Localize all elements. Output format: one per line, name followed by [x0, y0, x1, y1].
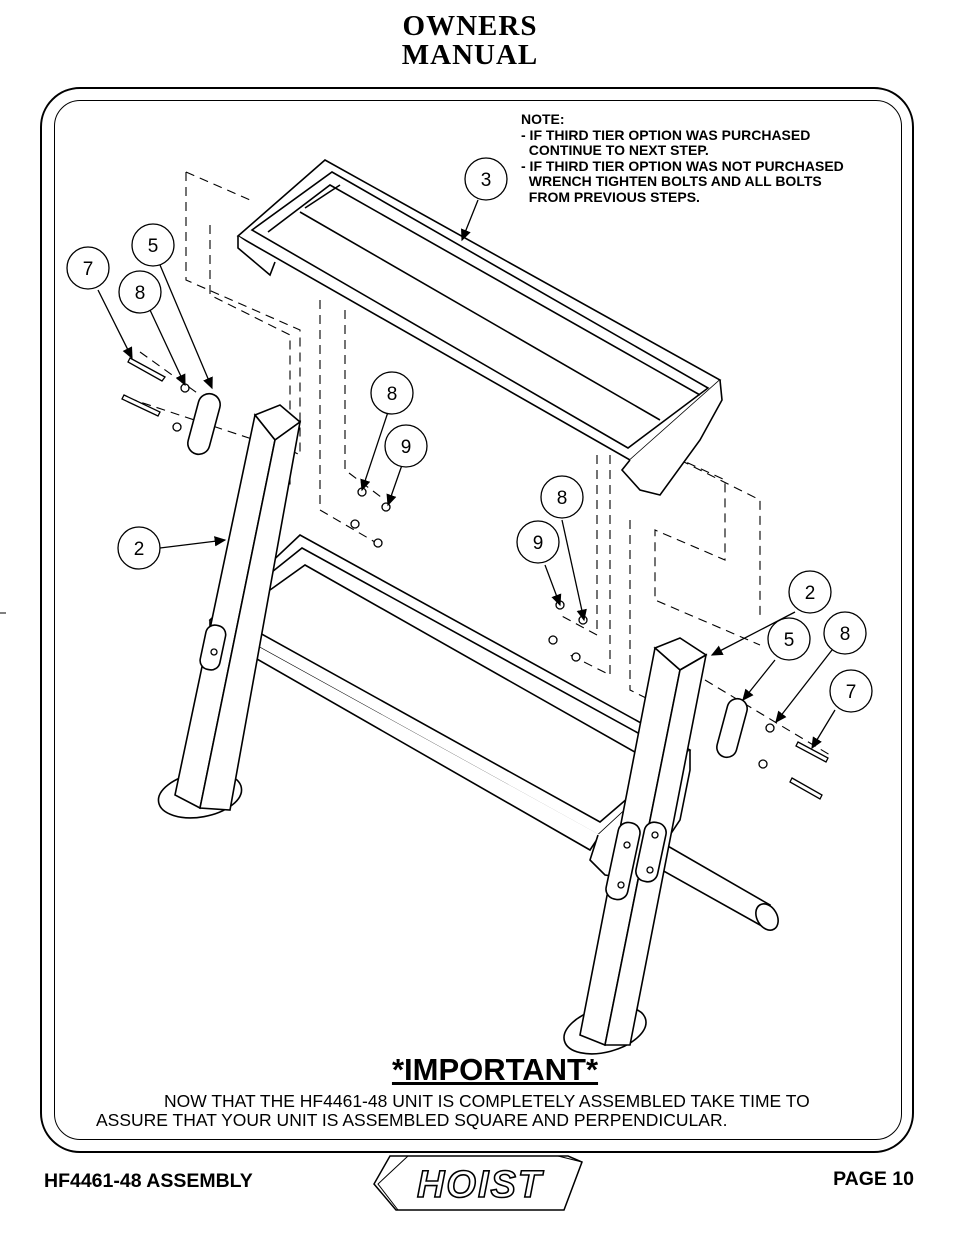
important-line1: NOW THAT THE HF4461-48 UNIT IS COMPLETEL… [164, 1091, 810, 1111]
important-line2: ASSURE THAT YOUR UNIT IS ASSEMBLED SQUAR… [96, 1110, 728, 1130]
callout-8: 8 [370, 371, 414, 415]
callout-5: 5 [131, 223, 175, 267]
note-line: WRENCH TIGHTEN BOLTS AND ALL BOLTS [521, 173, 822, 189]
callout-9: 9 [384, 424, 428, 468]
callout-label: 8 [840, 624, 851, 645]
callout-2: 2 [117, 526, 161, 570]
callout-label: 8 [557, 488, 568, 509]
callout-label: 8 [135, 283, 146, 304]
hoist-logo: HOIST [373, 1155, 583, 1211]
callout-8: 8 [540, 475, 584, 519]
callout-label: 5 [148, 236, 159, 257]
header-title-line2: MANUAL [401, 39, 539, 71]
note-line: CONTINUE TO NEXT STEP. [521, 142, 709, 158]
important-heading: *IMPORTANT* [391, 1052, 599, 1087]
header-title-line1: OWNERS [402, 10, 538, 42]
callout-bubbles: 3 5 7 8 8 9 8 9 2 2 5 8 7 [66, 157, 873, 713]
bottom-shelf [208, 534, 692, 881]
callout-2: 2 [788, 570, 832, 614]
top-shelf [236, 159, 723, 496]
callout-8: 8 [823, 611, 867, 655]
note-line: NOTE: [521, 111, 565, 127]
callout-label: 8 [387, 384, 398, 405]
note-line: FROM PREVIOUS STEPS. [521, 188, 700, 205]
callout-label: 2 [134, 539, 145, 560]
assembly-note: NOTE: - IF THIRD TIER OPTION WAS PURCHAS… [521, 111, 844, 205]
diagram-frame-outer [40, 87, 914, 1153]
footer-assembly-label: HF4461-48 ASSEMBLY [44, 1170, 253, 1192]
callout-7: 7 [66, 246, 110, 290]
callout-3: 3 [464, 157, 508, 201]
svg-text:HOIST: HOIST [417, 1164, 544, 1206]
callout-label: 9 [401, 437, 412, 458]
note-line: - IF THIRD TIER OPTION WAS PURCHASED [521, 126, 811, 143]
callout-label: 7 [83, 259, 94, 280]
callout-label: 7 [846, 682, 857, 703]
footer-page-number: PAGE 10 [833, 1168, 914, 1190]
callout-5: 5 [767, 617, 811, 661]
left-upright [157, 404, 302, 819]
bolts [121, 357, 829, 800]
callout-7: 7 [829, 669, 873, 713]
callout-9: 9 [516, 520, 560, 564]
callout-label: 3 [481, 170, 492, 191]
note-line: - IF THIRD TIER OPTION WAS NOT PURCHASED [521, 157, 844, 174]
callout-label: 2 [805, 583, 816, 604]
side-plates [187, 392, 748, 759]
diagram-frame-inner [54, 100, 902, 1140]
assembly-diagram: 3 5 7 8 8 9 8 9 2 2 5 8 7 [0, 157, 873, 1055]
leader-lines [97, 199, 836, 750]
callout-8: 8 [118, 270, 162, 314]
callout-label: 5 [784, 630, 795, 651]
page-header: OWNERS MANUAL [0, 12, 940, 70]
callout-label: 9 [533, 533, 544, 554]
washers [172, 383, 775, 889]
important-text: NOW THAT THE HF4461-48 UNIT IS COMPLETEL… [96, 1092, 856, 1130]
